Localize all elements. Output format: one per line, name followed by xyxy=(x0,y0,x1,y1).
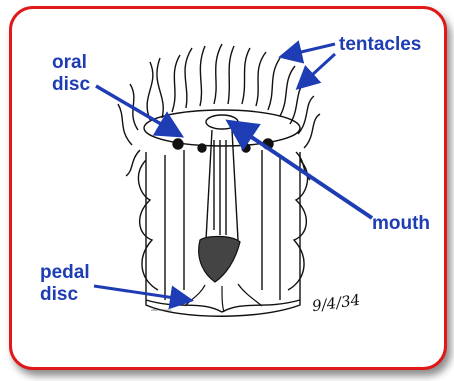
oral-disc-arrow xyxy=(96,86,178,134)
label-mouth: mouth xyxy=(372,213,430,234)
label-oral-disc-line2: disc xyxy=(52,74,90,95)
illustration-caption: after Williams xyxy=(151,308,172,312)
label-pedal-disc-line1: pedal xyxy=(40,262,90,283)
label-oral-disc-line1: oral xyxy=(52,52,87,73)
pedal-disc-arrow xyxy=(94,286,188,300)
tentacles-arrow-1 xyxy=(284,44,335,56)
label-tentacles: tentacles xyxy=(339,34,421,55)
mouth-arrow xyxy=(232,124,372,218)
label-pedal-disc-line2: disc xyxy=(40,284,78,305)
oral-disc-shape xyxy=(144,110,300,152)
tentacles-arrow-2 xyxy=(300,54,335,86)
internal-mass xyxy=(185,236,262,312)
tentacle-crown xyxy=(118,44,320,180)
